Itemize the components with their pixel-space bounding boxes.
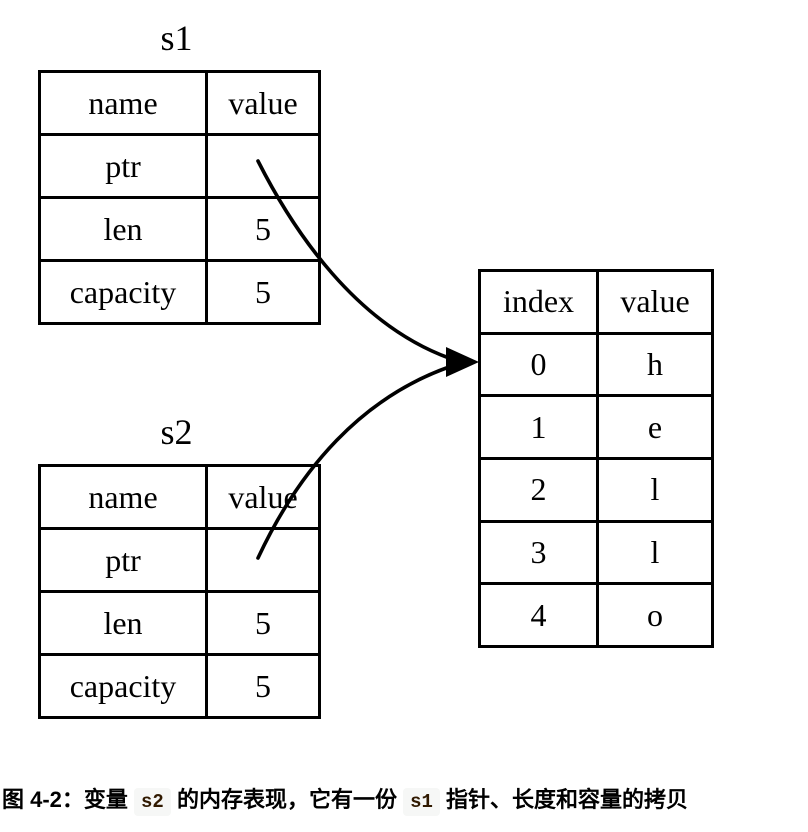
figure-caption: 图 4-2：变量 s2 的内存表现，它有一份 s1 指针、长度和容量的拷贝 — [2, 782, 806, 820]
heap-value-4: o — [596, 582, 714, 649]
heap-index-4: 4 — [478, 582, 599, 649]
s1-header-name: name — [38, 70, 208, 136]
heap-index-0: 0 — [478, 331, 599, 398]
caption-text: 的内存表现，它有一份 — [170, 787, 404, 812]
s1-header-value: value — [205, 70, 321, 136]
s1-table-title: s1 — [160, 18, 193, 58]
heap-index-3: 3 — [478, 519, 599, 586]
inline-code-s2: s2 — [134, 788, 171, 816]
table-row: ptr — [38, 133, 321, 199]
s2-ptr-label: ptr — [38, 527, 208, 593]
table-row: len 5 — [38, 590, 321, 656]
s1-ptr-label: ptr — [38, 133, 208, 199]
table-row: len 5 — [38, 196, 321, 262]
table-row: index value — [478, 269, 714, 335]
s2-len-label: len — [38, 590, 208, 656]
s2-ptr-value — [205, 527, 321, 593]
s2-len-value: 5 — [205, 590, 321, 656]
table-row: 4 o — [478, 582, 714, 649]
table-row: name value — [38, 70, 321, 136]
table-row: capacity 5 — [38, 259, 321, 325]
table-row: ptr — [38, 527, 321, 593]
table-row: 0 h — [478, 331, 714, 398]
s1-len-label: len — [38, 196, 208, 262]
table-row: capacity 5 — [38, 653, 321, 719]
heap-value-1: e — [596, 394, 714, 461]
heap-value-2: l — [596, 457, 714, 523]
s2-stack-table: name value ptr len 5 capacity 5 — [38, 464, 321, 719]
caption-text: 图 4-2：变量 — [2, 787, 135, 812]
table-row: 1 e — [478, 394, 714, 461]
s2-header-name: name — [38, 464, 208, 530]
heap-index-value-table: index value 0 h 1 e 2 l 3 l 4 o — [478, 269, 714, 649]
heap-index-2: 2 — [478, 457, 599, 523]
heap-header-index: index — [478, 269, 599, 335]
s2-capacity-value: 5 — [205, 653, 321, 719]
table-row: 3 l — [478, 519, 714, 586]
arrowhead-icon — [446, 347, 479, 377]
s2-table-title: s2 — [160, 412, 193, 452]
s1-ptr-value — [205, 133, 321, 199]
s1-len-value: 5 — [205, 196, 321, 262]
heap-value-3: l — [596, 519, 714, 586]
s1-capacity-value: 5 — [205, 259, 321, 325]
table-row: 2 l — [478, 457, 714, 523]
table-row: name value — [38, 464, 321, 530]
s2-capacity-label: capacity — [38, 653, 208, 719]
heap-header-value: value — [596, 269, 714, 335]
s1-capacity-label: capacity — [38, 259, 208, 325]
s2-header-value: value — [205, 464, 321, 530]
inline-code-s1: s1 — [403, 788, 440, 816]
s1-stack-table: name value ptr len 5 capacity 5 — [38, 70, 321, 325]
caption-text: 指针、长度和容量的拷贝 — [439, 787, 689, 812]
heap-value-0: h — [596, 331, 714, 398]
heap-index-1: 1 — [478, 394, 599, 461]
